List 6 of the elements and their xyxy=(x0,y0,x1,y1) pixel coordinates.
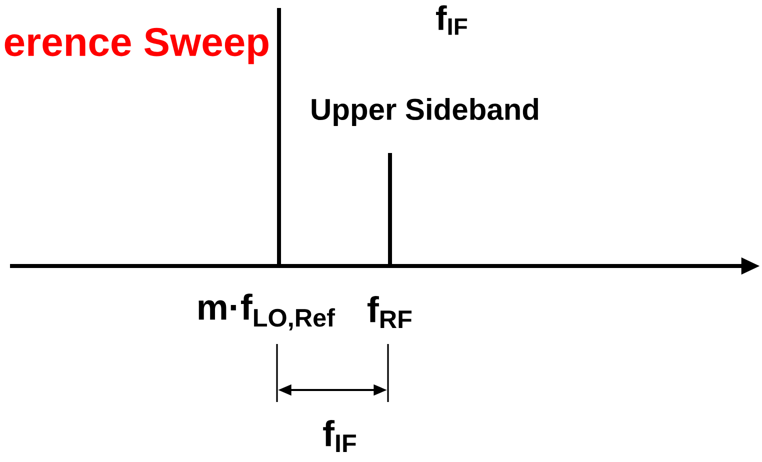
frequency-label: f$_{IF}$ xyxy=(323,420,356,452)
frequency-label: m·f$_{LO,Ref}$ xyxy=(198,294,336,330)
frequency-label: f$_{RF}$ xyxy=(368,296,412,328)
sweep-title: erence Sweep xyxy=(4,28,268,64)
sideband-label: Upper Sideband xyxy=(312,98,538,126)
frequency-label: f$_{IF}$ xyxy=(436,5,468,35)
